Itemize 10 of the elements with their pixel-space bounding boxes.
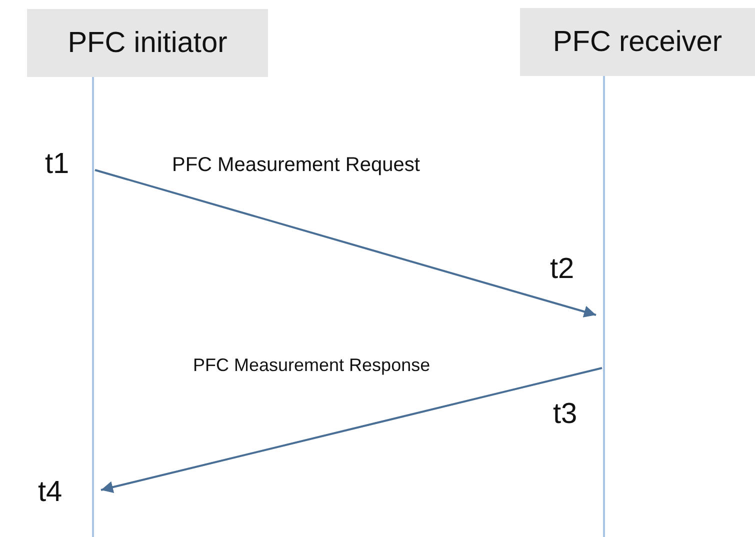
participant-box: PFC initiator <box>27 9 268 77</box>
time-label: t2 <box>550 253 574 286</box>
message-arrow <box>94 169 596 318</box>
time-label: t3 <box>553 398 578 431</box>
participant-box: PFC receiver <box>520 8 755 76</box>
time-label: t1 <box>45 148 70 181</box>
time-label: t4 <box>38 476 62 509</box>
message-label: PFC Measurement Request <box>172 154 420 177</box>
message-label: PFC Measurement Response <box>193 355 430 376</box>
message-arrow <box>100 367 602 493</box>
